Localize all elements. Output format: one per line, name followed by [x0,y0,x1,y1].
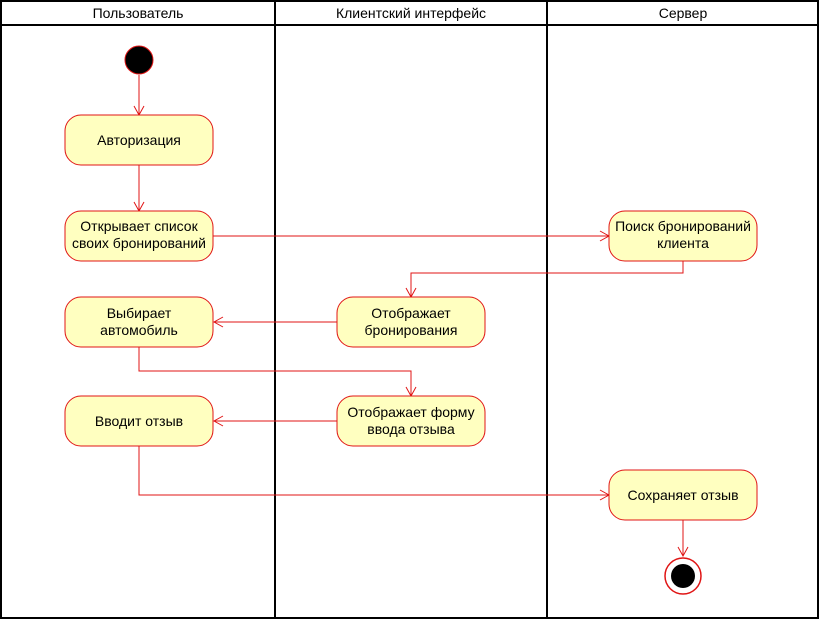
initial-node [124,45,154,75]
arrow-head-end [677,546,689,558]
action-show-bookings-label-line-2: бронирования [365,322,458,338]
final-node-core [671,564,695,588]
action-open-list-box [64,210,214,262]
action-show-bookings-label-line-1: Отображает [371,305,451,321]
action-search-label-line-1: Поиск бронирований [615,218,751,234]
action-show-bookings: Отображает бронирования [336,296,486,348]
lane-title-client-ui: Клиентский интерфейс [336,5,486,21]
action-search-box [608,210,758,262]
action-open-list-label-line-2: своих бронирований [72,235,206,251]
action-choose-car-box [64,296,214,348]
action-show-form-label-line-1: Отображает форму [347,404,474,420]
lane-title-user: Пользователь [93,5,184,21]
action-choose-car-label-line-1: Выбирает [107,305,172,321]
action-choose-car: Выбирает автомобиль [64,296,214,348]
action-auth-box [64,114,214,166]
flow-choose-car-to-show-form [138,347,412,396]
action-show-bookings-box [336,296,486,348]
flow-enter-review-to-save [138,446,609,496]
action-enter-review: Вводит отзыв [64,395,214,447]
action-search-label-line-2: клиента [657,235,709,251]
arrow-head-choose-car [212,316,224,328]
action-enter-review-box [64,395,214,447]
action-choose-car-label-line-2: автомобиль [100,322,178,338]
action-show-form-box [336,395,486,447]
action-auth-label: Авторизация [97,132,181,148]
action-show-form: Отображает форму ввода отзыва [336,395,486,447]
action-enter-review-label: Вводит отзыв [95,413,183,429]
action-show-form-label-line-2: ввода отзыва [367,421,455,437]
action-search: Поиск бронирований клиента [608,210,758,262]
action-open-list-label-line-1: Открывает список [80,218,198,234]
flow-search-to-show-bookings [410,261,684,297]
action-open-list: Открывает список своих бронирований [64,210,214,262]
arrow-head-enter-review [212,415,224,427]
action-save-review: Сохраняет отзыв [608,469,758,521]
control-flows [133,75,689,558]
action-save-review-label: Сохраняет отзыв [627,487,738,503]
action-auth: Авторизация [64,114,214,166]
action-save-review-box [608,469,758,521]
lane-title-server: Сервер [659,5,708,21]
final-node [664,557,702,595]
